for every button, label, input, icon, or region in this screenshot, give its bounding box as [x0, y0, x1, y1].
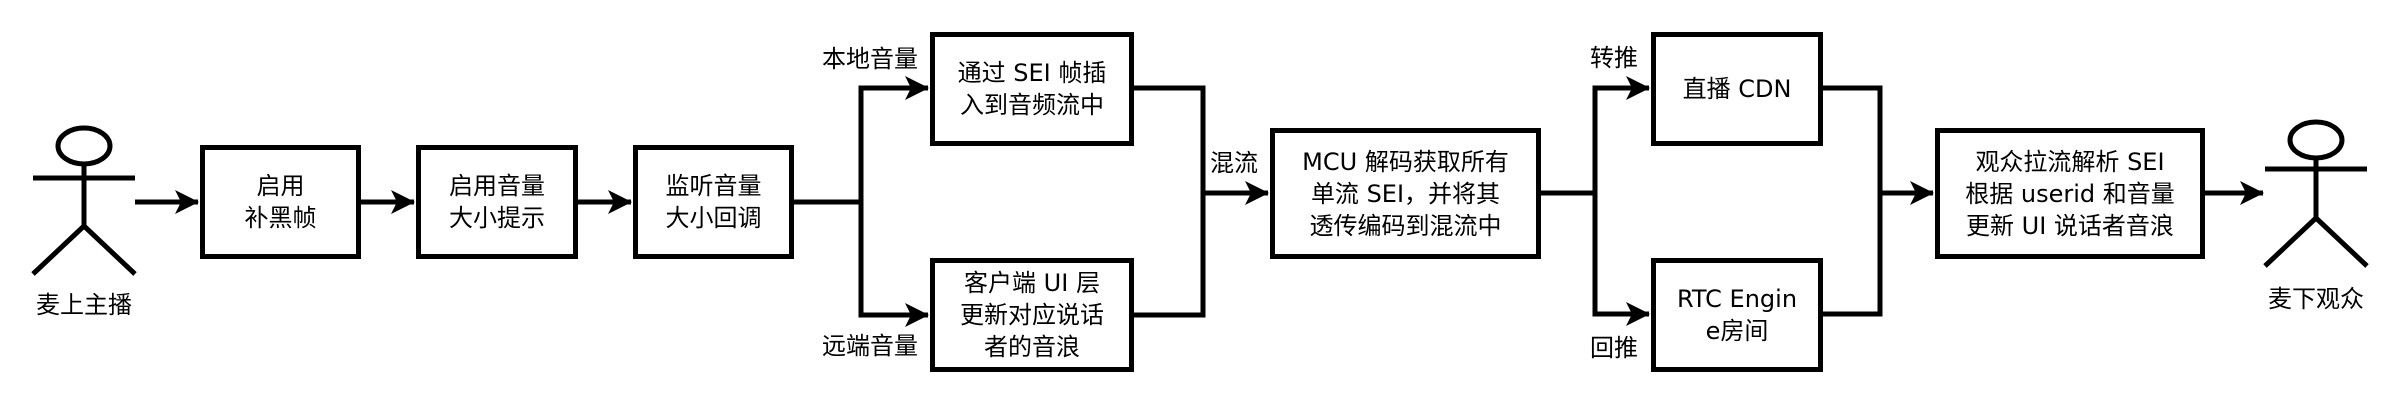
- actor-target-icon: [2263, 119, 2369, 268]
- node-rtc-room: RTC Engin e房间: [1651, 258, 1823, 372]
- edge-mcu-to-rtc: [1592, 193, 1650, 326]
- node-enable-black-frame: 启用 补黑帧: [200, 145, 361, 259]
- node-sei-insert: 通过 SEI 帧插 入到音频流中: [930, 32, 1134, 146]
- node-enable-volume-hint: 启用音量 大小提示: [416, 145, 578, 259]
- edge-label-back-push: 回推: [1590, 334, 1638, 362]
- actor-source-label: 麦上主播: [36, 291, 132, 319]
- edge-mcu-to-cdn: [1592, 76, 1650, 193]
- edge-client-ui-to-merge: [1133, 193, 1206, 318]
- node-cdn: 直播 CDN: [1651, 32, 1823, 146]
- edge-label-relay-push: 转推: [1590, 44, 1638, 72]
- node-client-ui-update: 客户端 UI 层 更新对应说话 者的音浪: [930, 258, 1134, 372]
- edge-label-local-volume: 本地音量: [822, 45, 918, 73]
- edge-callback-to-sei: [858, 76, 929, 202]
- edge-callback-to-client-ui: [858, 202, 929, 327]
- node-mcu-decode: MCU 解码获取所有 单流 SEI，并将其 透传编码到混流中: [1270, 128, 1541, 259]
- actor-target-label: 麦下观众: [2268, 285, 2364, 313]
- actor-source-icon: [31, 125, 137, 276]
- edge-cdn-to-merge: [1822, 85, 1883, 193]
- node-listen-volume-callback: 监听音量 大小回调: [633, 145, 794, 259]
- edge-sei-to-merge: [1133, 85, 1206, 193]
- node-audience-parse: 观众拉流解析 SEI 根据 userid 和音量 更新 UI 说话者音浪: [1935, 128, 2205, 259]
- edge-label-mix-stream: 混流: [1210, 149, 1258, 177]
- edge-rtc-to-merge: [1822, 193, 1883, 317]
- edge-label-remote-volume: 远端音量: [822, 332, 918, 360]
